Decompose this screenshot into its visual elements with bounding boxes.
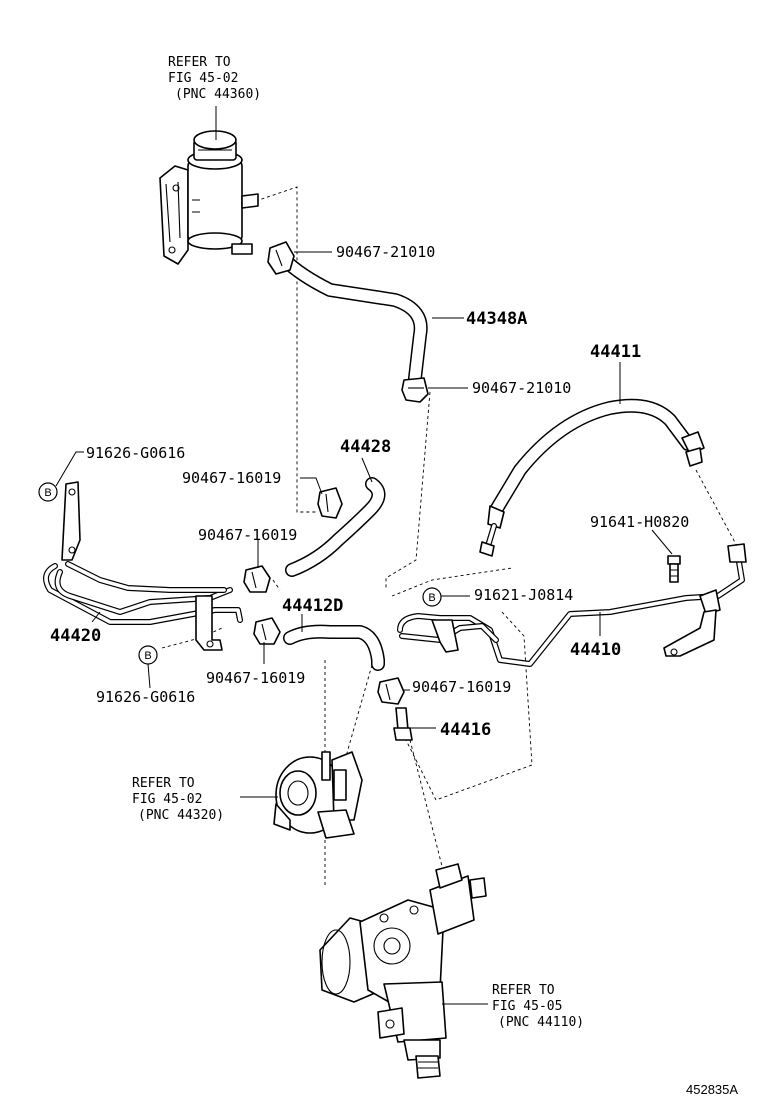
steering-gear-assembly [319, 863, 488, 1079]
pipe-44420 [43, 481, 243, 651]
clip-91626-g0616-bottom-marker: B [138, 645, 158, 689]
label-clip-91626-g0616-bottom: 91626-G0616 [96, 688, 195, 706]
label-bolt-91641-h0820: 91641-H0820 [590, 513, 689, 531]
hose-44348a [278, 253, 428, 385]
tube-44411 [479, 398, 705, 557]
pump-reference: REFER TO FIG 45-02 (PNC 44320) [132, 776, 224, 823]
label-union-44416: 44416 [440, 720, 491, 740]
clamp-90467-16019-d [377, 677, 405, 705]
clamp-90467-16019-b [243, 565, 271, 593]
label-tube-44411: 44411 [590, 342, 641, 362]
label-clamp-90467-16019-d: 90467-16019 [412, 678, 511, 696]
label-tube-44410: 44410 [570, 640, 621, 660]
label-clamp-90467-21010-mid: 90467-21010 [472, 379, 571, 397]
bolt-91621-j0814-marker: B [422, 587, 470, 607]
union-44416 [393, 707, 413, 741]
label-pipe-44420: 44420 [50, 626, 101, 646]
label-clamp-90467-16019-c: 90467-16019 [206, 669, 305, 687]
label-clamp-90467-16019-a: 90467-16019 [182, 469, 281, 487]
hose-44412d [283, 624, 385, 671]
pump-ref-line2: FIG 45-02 [132, 792, 202, 807]
reservoir-ref-line2: FIG 45-02 [168, 71, 238, 86]
gear-reference: REFER TO FIG 45-05 (PNC 44110) [492, 983, 584, 1030]
hose-44428 [285, 477, 386, 577]
diagram-code: 452835A [686, 1082, 738, 1097]
gear-ref-line1: REFER TO [492, 983, 555, 998]
pump-ref-line1: REFER TO [132, 776, 195, 791]
leader-lines [91, 251, 673, 729]
label-clamp-90467-16019-b: 90467-16019 [198, 526, 297, 544]
clip-91626-g0616-top-marker: B [38, 451, 84, 502]
pump-ref-line3: (PNC 44320) [138, 808, 224, 823]
clamp-90467-16019-a [317, 487, 343, 519]
reservoir-ref-line3: (PNC 44360) [175, 87, 261, 102]
dashed-guide-lines [161, 186, 739, 885]
pump-assembly [240, 751, 363, 839]
clamp-90467-16019-c [253, 617, 281, 645]
label-hose-44428: 44428 [340, 437, 391, 457]
reservoir-assembly [159, 106, 259, 265]
label-hose-44412d: 44412D [282, 596, 343, 616]
reservoir-reference: REFER TO FIG 45-02 (PNC 44360) [168, 55, 261, 102]
tube-44410 [397, 543, 747, 667]
b-marker-label: B [144, 650, 151, 662]
clamp-90467-21010-mid [401, 377, 429, 403]
gear-ref-line2: FIG 45-05 [492, 999, 562, 1014]
label-bolt-91621-j0814: 91621-J0814 [474, 586, 573, 604]
clamp-90467-21010-top [267, 241, 295, 275]
b-marker-label: B [44, 487, 51, 499]
reservoir-ref-line1: REFER TO [168, 55, 231, 70]
gear-ref-line3: (PNC 44110) [498, 1015, 584, 1030]
label-clamp-90467-21010-top: 90467-21010 [336, 243, 435, 261]
b-marker-label: B [428, 592, 435, 604]
label-hose-44348a: 44348A [466, 309, 527, 329]
label-clip-91626-g0616-top: 91626-G0616 [86, 444, 185, 462]
